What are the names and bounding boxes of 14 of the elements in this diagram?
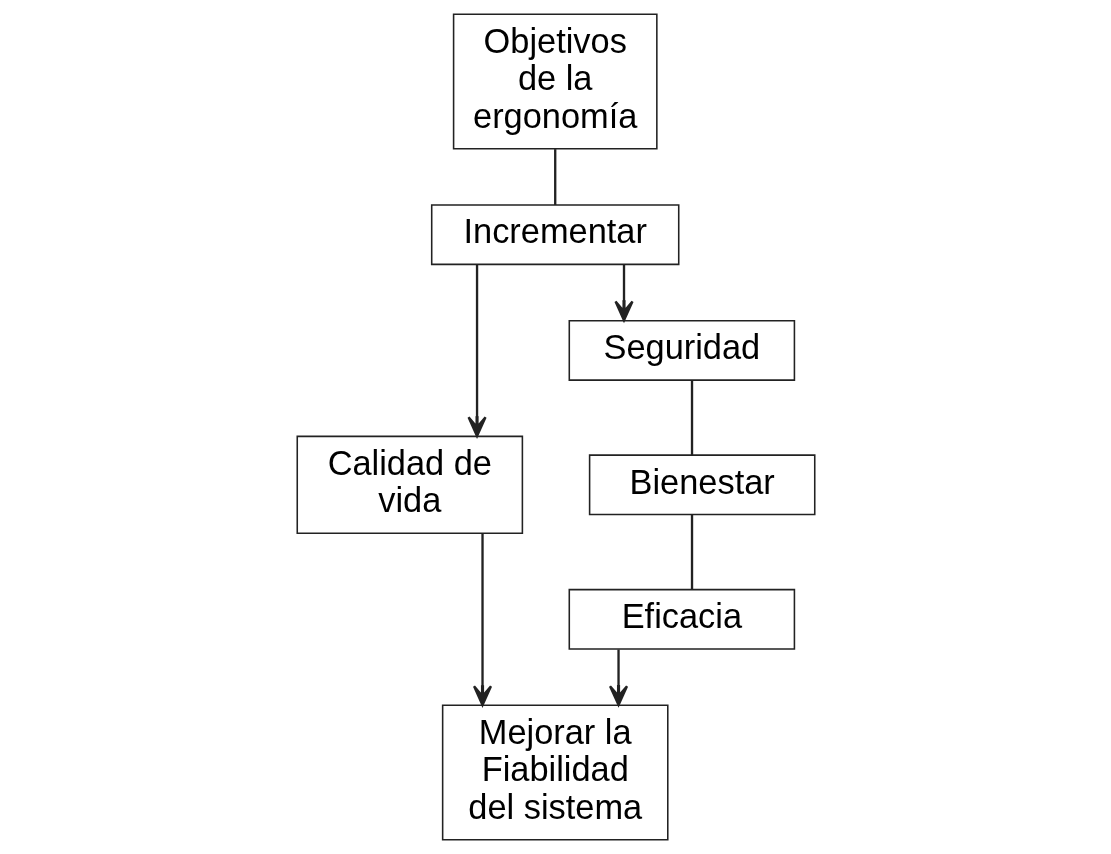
node-box: Objetivos de la ergonomía — [452, 13, 658, 150]
node-box: Mejorar la Fiabilidad del sistema — [441, 704, 669, 841]
node-box: Eficacia — [568, 588, 795, 650]
connector — [690, 380, 693, 456]
node-box: Bienestar — [588, 454, 816, 516]
node-box: Seguridad — [568, 319, 795, 381]
connector — [690, 514, 693, 590]
arrow — [613, 264, 634, 322]
arrow — [608, 649, 628, 707]
arrow — [466, 264, 487, 438]
arrow — [472, 533, 492, 707]
connector — [553, 149, 556, 205]
node-box: Calidad de vida — [295, 435, 523, 535]
node-box: Incrementar — [430, 204, 679, 266]
